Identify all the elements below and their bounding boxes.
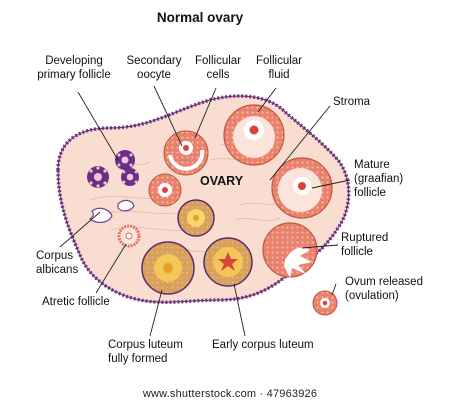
- label-developing-primary-follicle: Developing primary follicle: [37, 55, 111, 81]
- label-early-corpus-luteum: Early corpus luteum: [212, 339, 314, 351]
- label-follicular-cells: Follicular cells: [194, 55, 241, 81]
- follicle-with-fluid: [223, 104, 285, 166]
- small-follicle: [148, 173, 182, 207]
- corpus-luteum: [141, 241, 195, 295]
- label-atretic-follicle: Atretic follicle: [42, 296, 110, 308]
- watermark: www.shutterstock.com · 47963926: [142, 388, 318, 400]
- label-follicular-fluid: Follicular fluid: [255, 55, 302, 81]
- leader-lines: [59, 85, 351, 337]
- label-secondary-oocyte: Secondary oocyte: [126, 55, 182, 81]
- atretic-follicle: [117, 224, 141, 248]
- label-stroma: Stroma: [333, 96, 371, 108]
- label-corpus-luteum-fully-formed: Corpus luteum fully formed: [108, 339, 183, 365]
- small-corpus-luteum: [177, 199, 215, 237]
- label-ovum-released: Ovum released (ovulation): [345, 276, 423, 302]
- label-ruptured-follicle: Ruptured follicle: [341, 232, 389, 258]
- corpus-albicans: [89, 199, 135, 223]
- ruptured-follicle: [262, 222, 318, 278]
- diagram-title: Normal ovary: [156, 10, 244, 25]
- early-corpus-luteum: [203, 237, 253, 287]
- mature-follicle: [271, 157, 333, 219]
- ovary-label: OVARY: [200, 174, 244, 188]
- label-corpus-albicans: Corpus albicans: [36, 250, 79, 276]
- released-ovum: [312, 290, 338, 316]
- secondary-follicle: [163, 130, 209, 176]
- primary-follicles: [87, 150, 139, 188]
- label-mature-follicle: Mature (graafian) follicle: [354, 159, 404, 199]
